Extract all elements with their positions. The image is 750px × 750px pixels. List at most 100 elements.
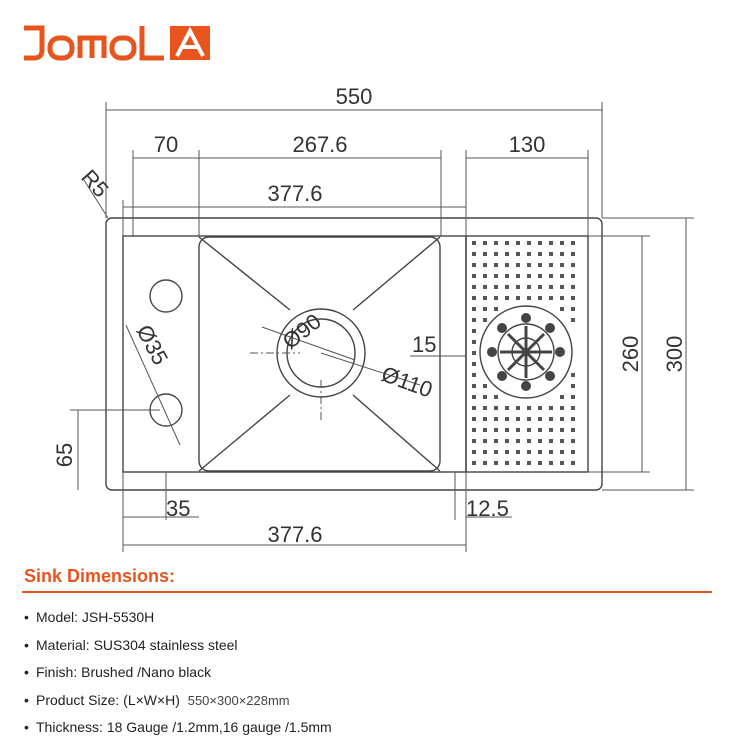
perforation-dot (516, 285, 520, 289)
spec-label: Material: (36, 636, 90, 653)
perforation-dot (560, 274, 564, 278)
drawing-svg: 550 70 267.6 130 377.6 R5 Ø90 Ø110 15 Ø3… (52, 84, 694, 552)
perforation-dot (549, 417, 553, 421)
faucet-hole-top (149, 279, 183, 313)
perforation-dot (571, 252, 575, 256)
perforation-dot (538, 450, 542, 454)
section-title: Sink Dimensions: (24, 566, 176, 586)
spec-value: 550×300×228mm (187, 692, 290, 708)
spec-item-model: •Model: JSH-5530H (24, 609, 155, 625)
perforation-dot (538, 296, 542, 300)
perforation-dot (494, 274, 498, 278)
perforation-dot (483, 384, 487, 388)
perforation-dot (571, 384, 575, 388)
section-divider (22, 591, 712, 593)
perforation-dot (516, 263, 520, 267)
perforation-dot (483, 241, 487, 245)
perforation-dot (505, 274, 509, 278)
perforation-dot (505, 461, 509, 465)
perforation-dot (472, 351, 476, 355)
perforation-dot (472, 384, 476, 388)
perforation-dot (560, 428, 564, 432)
perforation-dot (472, 329, 476, 333)
perforation-dot (527, 417, 531, 421)
logo-graphic (24, 25, 210, 61)
perforation-dot (483, 450, 487, 454)
perforation-dot (527, 241, 531, 245)
perforation-dot (516, 241, 520, 245)
perforation-dot (483, 406, 487, 410)
perforation-dot (483, 439, 487, 443)
perforation-dot (483, 296, 487, 300)
perforation-dot (549, 406, 553, 410)
perforation-dot (483, 461, 487, 465)
bowl-outline (198, 236, 441, 472)
perforation-dot (538, 428, 542, 432)
perforation-dot (494, 450, 498, 454)
perforation-dot (483, 307, 487, 311)
perforation-dot (538, 274, 542, 278)
sink-technical-drawing: 550 70 267.6 130 377.6 R5 Ø90 Ø110 15 Ø3… (0, 70, 750, 560)
dim-bowl-width: 267.6 (292, 132, 347, 157)
perforation-dot (549, 252, 553, 256)
perforation-dot (571, 263, 575, 267)
perforation-dot (483, 395, 487, 399)
perforation-dot (549, 450, 553, 454)
spec-list: •Model: JSH-5530H •Material: SUS304 stai… (24, 604, 724, 742)
perforation-dot (538, 285, 542, 289)
perforation-dot (483, 428, 487, 432)
dim-inner-height: 260 (618, 336, 643, 373)
perforation-dot (472, 340, 476, 344)
perforation-dot (560, 439, 564, 443)
perforation-dot (560, 263, 564, 267)
perforation-dot (571, 296, 575, 300)
dim-overall-width: 550 (336, 84, 373, 109)
perforation-dot (516, 461, 520, 465)
perforation-dot (560, 417, 564, 421)
perforation-dot (527, 274, 531, 278)
dim-hole-edge: 35 (166, 496, 190, 521)
perforation-dot (483, 274, 487, 278)
perforation-dot (516, 406, 520, 410)
perforation-dot (494, 307, 498, 311)
perforation-dot (527, 450, 531, 454)
spec-value: 18 Gauge /1.2mm,16 gauge /1.5mm (106, 719, 332, 735)
spec-label: Product Size: (L×W×H) (36, 691, 180, 708)
dim-hole-dia: Ø35 (132, 321, 174, 369)
perforation-dot (494, 406, 498, 410)
perforation-dot (571, 395, 575, 399)
perforation-dot (549, 428, 553, 432)
perforation-dot (494, 241, 498, 245)
perforation-dot (483, 318, 487, 322)
perforation-dot (527, 252, 531, 256)
perforation-dot (505, 406, 509, 410)
perforation-dot (505, 428, 509, 432)
dim-left-panel: 70 (154, 132, 178, 157)
perforation-dot (472, 450, 476, 454)
perforation-dot (527, 263, 531, 267)
perforation-dot (571, 241, 575, 245)
rinser-outer (479, 305, 573, 399)
perforation-dot (571, 417, 575, 421)
perforation-dot (560, 296, 564, 300)
perforation-dot (571, 439, 575, 443)
perforation-dot (494, 439, 498, 443)
perforation-dot (571, 318, 575, 322)
perforation-dot (527, 461, 531, 465)
perforation-dot (560, 252, 564, 256)
perforation-dot (516, 450, 520, 454)
perforation-dot (483, 285, 487, 289)
perforation-dot (472, 461, 476, 465)
rinser-ring (497, 323, 555, 381)
perforation-dot (516, 252, 520, 256)
perforation-dot (549, 461, 553, 465)
perforation-dot (505, 296, 509, 300)
perforation-dot (549, 274, 553, 278)
perforation-dot (560, 395, 564, 399)
brand-logo (20, 20, 250, 64)
perforation-dot (494, 461, 498, 465)
perforation-dot (483, 263, 487, 267)
perforation-dot (571, 461, 575, 465)
perforation-dot (571, 307, 575, 311)
perforation-dot (571, 274, 575, 278)
